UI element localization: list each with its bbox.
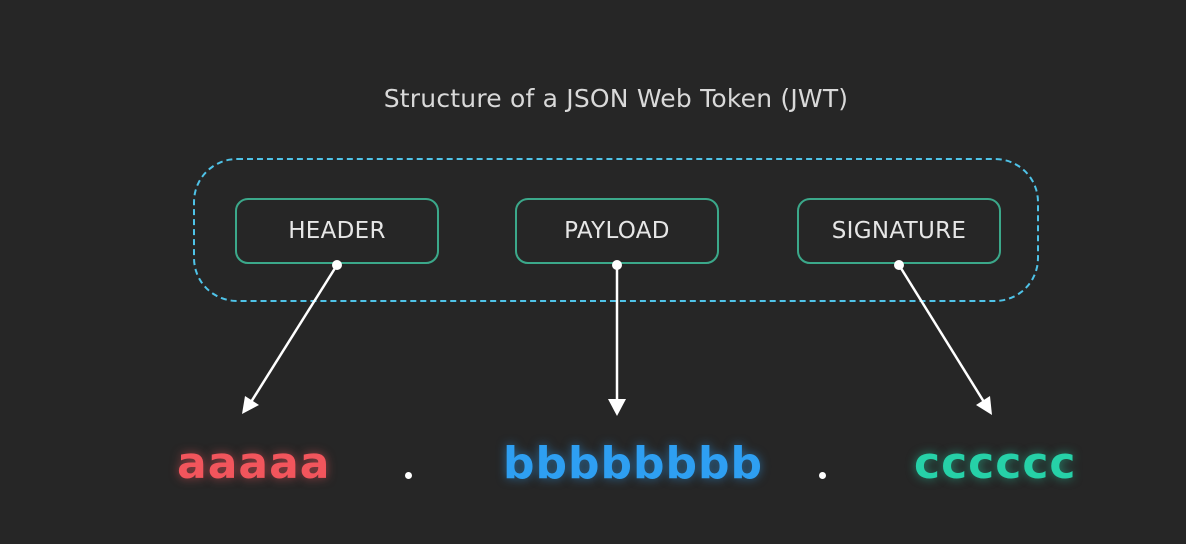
- diagram-title: Structure of a JSON Web Token (JWT): [383, 84, 849, 113]
- header-box: HEADER: [235, 198, 439, 264]
- separator-dot: [819, 472, 826, 479]
- signature-token: cccccc: [914, 438, 1077, 489]
- separator-dot: [405, 472, 412, 479]
- payload-box: PAYLOAD: [515, 198, 719, 264]
- payload-label: PAYLOAD: [564, 218, 670, 244]
- payload-arrowhead: [608, 399, 626, 416]
- signature-label: SIGNATURE: [831, 218, 967, 244]
- header-arrowhead: [242, 396, 259, 414]
- header-token: aaaaa: [177, 438, 331, 489]
- signature-arrowhead: [976, 396, 992, 415]
- signature-box: SIGNATURE: [797, 198, 1001, 264]
- payload-token: bbbbbbbb: [503, 438, 763, 489]
- header-label: HEADER: [288, 218, 386, 244]
